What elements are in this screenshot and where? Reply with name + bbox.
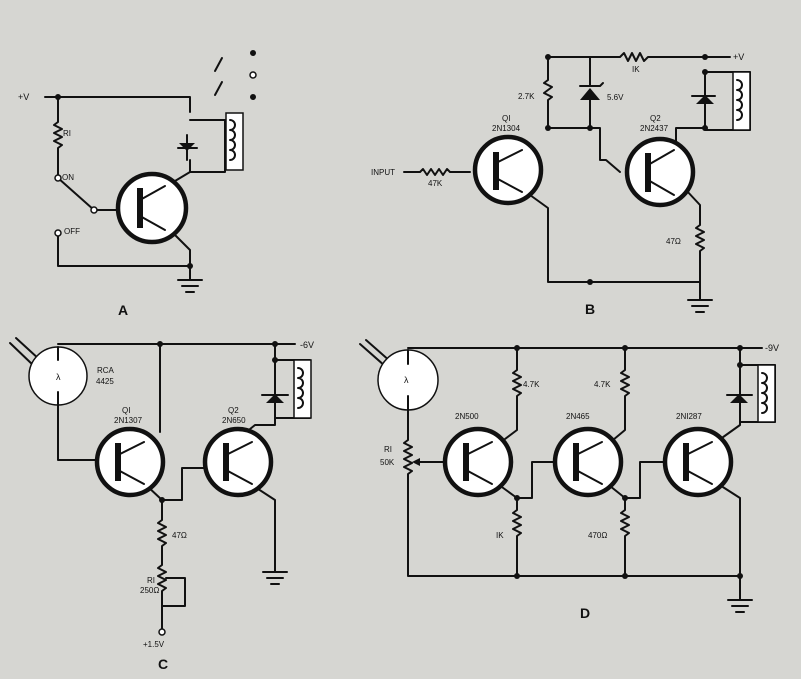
supply-label: -9V	[765, 343, 779, 353]
t1-part: 2N500	[455, 412, 479, 421]
diode-icon	[266, 394, 284, 403]
relay-contact-nc	[250, 50, 256, 56]
q1-part: 2N1304	[492, 124, 521, 133]
r-e2-label: 470Ω	[588, 531, 607, 540]
r-emitter-label: 47Ω	[172, 531, 187, 540]
diode-icon	[696, 95, 714, 104]
q1-name: QI	[122, 406, 130, 415]
circuit-c: λ RCA 4425 QI 2N1307 Q2 2N650 -6V 47Ω RI…	[9, 337, 314, 672]
diode-icon	[179, 143, 195, 151]
t2-part: 2N465	[566, 412, 590, 421]
relay-contact-common	[249, 71, 257, 79]
circuit-b-wires	[403, 52, 751, 313]
bias-label: +1.5V	[143, 640, 165, 649]
supply-label: +V	[18, 92, 29, 102]
lambda-symbol: λ	[404, 375, 409, 385]
r-top-label: 2.7K	[518, 92, 535, 101]
on-label: ON	[62, 173, 74, 182]
transistor-q1	[472, 134, 544, 206]
circuit-letter: B	[585, 301, 595, 317]
q2-name: Q2	[650, 114, 661, 123]
zener-label: 5.6V	[607, 93, 624, 102]
r1-value: 250Ω	[140, 586, 159, 595]
transistor-q2	[202, 426, 274, 498]
transistor-q2	[624, 136, 696, 208]
cell-part: 4425	[96, 377, 114, 386]
transistor-t3	[662, 426, 734, 498]
q2-part: 2N650	[222, 416, 246, 425]
q1-name: QI	[502, 114, 510, 123]
transistor-t1	[442, 426, 514, 498]
relay-coil	[293, 359, 312, 419]
relay-coil	[732, 71, 751, 131]
switch-on-contact	[54, 174, 62, 182]
circuit-letter: A	[118, 302, 128, 318]
r1-label: RI	[63, 129, 71, 138]
r1-value: 50K	[380, 458, 395, 467]
r1-name: RI	[384, 445, 392, 454]
r-input-label: 47K	[428, 179, 443, 188]
q2-part: 2N2437	[640, 124, 669, 133]
off-label: OFF	[64, 227, 80, 236]
t3-part: 2NI287	[676, 412, 702, 421]
input-label: INPUT	[371, 168, 395, 177]
r-series-label: IK	[632, 65, 640, 74]
circuit-d: λ RI 50K 2N500 2N465 2NI287 4.7K 4.7K IK…	[359, 339, 779, 621]
r-e1-label: IK	[496, 531, 504, 540]
q2-name: Q2	[228, 406, 239, 415]
circuit-letter: D	[580, 605, 590, 621]
transistor-t2	[552, 426, 624, 498]
transistor-q1	[94, 426, 166, 498]
q1-part: 2N1307	[114, 416, 143, 425]
relay-coil	[757, 364, 776, 423]
circuit-b: +V 2.7K 5.6V IK QI 2N1304 Q2 2N2437 INPU…	[371, 52, 751, 317]
r1-name: RI	[147, 576, 155, 585]
cell-name: RCA	[97, 366, 115, 375]
switch-off-contact	[54, 229, 62, 237]
r-c1-label: 4.7K	[523, 380, 540, 389]
r-emitter-label: 47Ω	[666, 237, 681, 246]
circuit-a: +V RI ON OFF A	[18, 50, 257, 318]
transistor-a	[115, 171, 189, 245]
diode-icon	[730, 394, 748, 403]
circuit-a-wires	[44, 57, 226, 293]
r-c2-label: 4.7K	[594, 380, 611, 389]
relay-contact-no	[250, 94, 256, 100]
supply-label: +V	[733, 52, 744, 62]
supply-label: -6V	[300, 340, 314, 350]
circuit-letter: C	[158, 656, 168, 672]
lambda-symbol: λ	[56, 372, 61, 382]
circuit-c-wires	[9, 337, 311, 633]
zener-icon	[580, 88, 600, 100]
